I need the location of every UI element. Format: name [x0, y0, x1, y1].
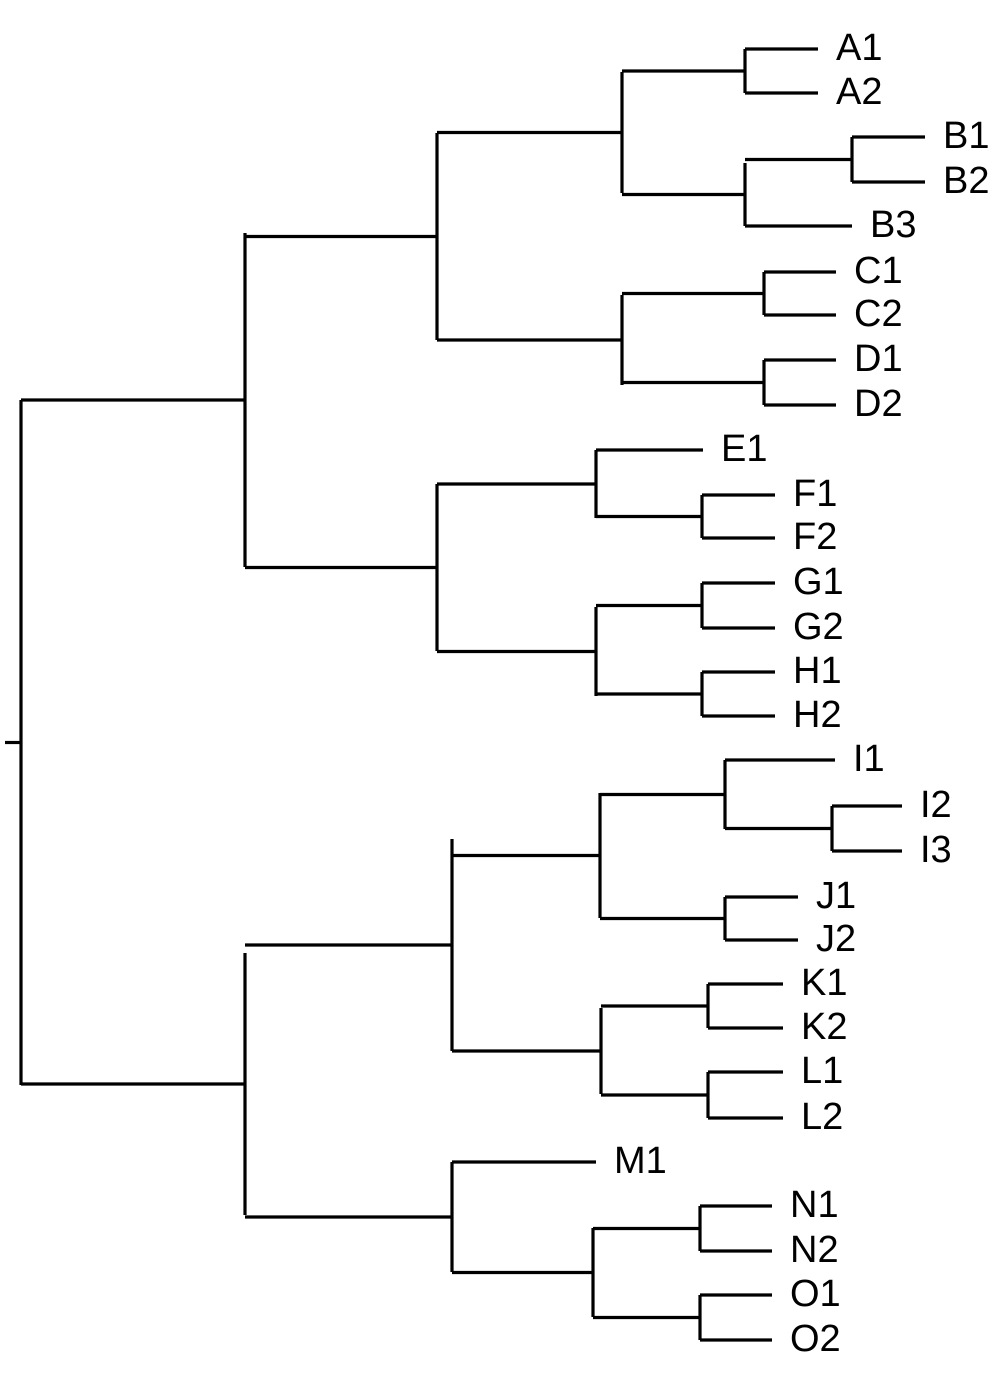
- leaf-label-J2: J2: [816, 918, 856, 960]
- leaf-label-H2: H2: [793, 694, 842, 736]
- leaf-label-I2: I2: [920, 784, 952, 826]
- leaf-label-G1: G1: [793, 561, 844, 603]
- leaf-label-E1: E1: [721, 428, 767, 470]
- leaf-label-B3: B3: [870, 204, 916, 246]
- leaf-label-G2: G2: [793, 606, 844, 648]
- leaf-label-I3: I3: [920, 829, 952, 871]
- leaf-label-H1: H1: [793, 650, 842, 692]
- leaf-label-I1: I1: [853, 738, 885, 780]
- leaf-label-K2: K2: [801, 1006, 847, 1048]
- leaf-label-L1: L1: [801, 1050, 843, 1092]
- leaf-label-F1: F1: [793, 473, 837, 515]
- leaf-label-A2: A2: [836, 71, 882, 113]
- leaf-label-N1: N1: [790, 1184, 839, 1226]
- tree-links-group: [5, 47, 925, 1342]
- tree-labels-group: A1A2B1B2B3C1C2D1D2E1F1F2G1G2H1H2I1I2I3J1…: [614, 27, 989, 1360]
- leaf-label-F2: F2: [793, 516, 837, 558]
- leaf-label-O1: O1: [790, 1273, 841, 1315]
- leaf-label-C1: C1: [854, 250, 903, 292]
- leaf-label-B1: B1: [943, 115, 989, 157]
- leaf-label-O2: O2: [790, 1318, 841, 1360]
- leaf-label-C2: C2: [854, 293, 903, 335]
- leaf-label-D2: D2: [854, 383, 903, 425]
- leaf-label-D1: D1: [854, 338, 903, 380]
- leaf-label-B2: B2: [943, 160, 989, 202]
- leaf-label-A1: A1: [836, 27, 882, 69]
- leaf-label-N2: N2: [790, 1229, 839, 1271]
- leaf-label-K1: K1: [801, 962, 847, 1004]
- leaf-label-J1: J1: [816, 875, 856, 917]
- leaf-label-L2: L2: [801, 1096, 843, 1138]
- leaf-label-M1: M1: [614, 1140, 667, 1182]
